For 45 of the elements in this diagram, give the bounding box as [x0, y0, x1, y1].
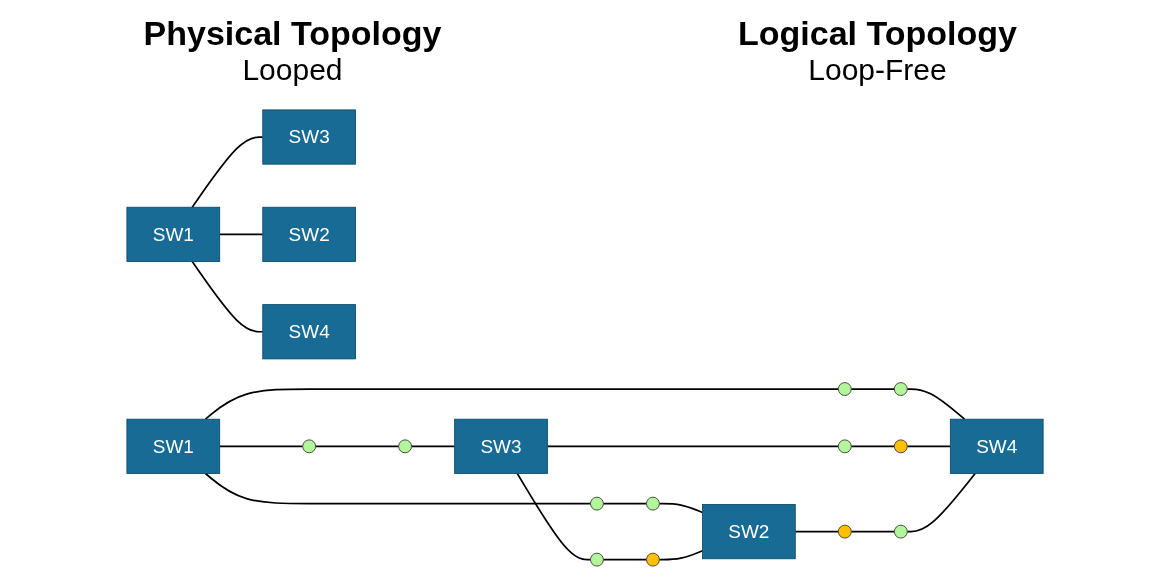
connector — [546, 444, 840, 447]
connector — [218, 444, 304, 447]
node-box: SW1 — [126, 418, 221, 474]
connector — [850, 444, 896, 447]
node-circle — [893, 381, 908, 396]
connector — [204, 472, 592, 504]
node-box: SW3 — [262, 108, 356, 165]
connector — [191, 260, 264, 333]
connector — [314, 444, 400, 447]
connector — [906, 444, 952, 447]
node-box: SW2 — [702, 503, 796, 559]
node-circle — [646, 496, 660, 510]
node-box: SW4 — [262, 303, 356, 359]
connector — [204, 387, 840, 420]
connector — [410, 444, 456, 447]
connector — [850, 387, 896, 390]
node-box: SW1 — [126, 206, 221, 262]
node-circle — [398, 438, 412, 453]
connector — [906, 472, 976, 532]
connector — [850, 530, 896, 532]
node-circle — [893, 438, 908, 453]
connector — [794, 530, 840, 532]
node-circle — [590, 552, 604, 566]
node-circle — [302, 438, 317, 453]
connector — [602, 502, 648, 504]
connector — [218, 233, 264, 235]
connector — [906, 387, 966, 420]
node-box: SW2 — [262, 206, 356, 262]
node-circle — [893, 524, 908, 538]
node-circle — [590, 496, 604, 510]
node-box: SW3 — [454, 418, 548, 474]
node-circle — [646, 552, 660, 566]
connector — [658, 502, 704, 513]
node-circle — [837, 381, 852, 396]
node-box: SW4 — [949, 418, 1044, 474]
panel-title: Logical Topology — [737, 14, 1018, 53]
panel-title: Physical Topology — [142, 14, 443, 53]
connector — [602, 558, 648, 560]
connector — [191, 135, 264, 208]
panel-subtitle: Looped — [241, 53, 344, 87]
connector — [516, 472, 592, 560]
connector — [658, 549, 704, 560]
panel-subtitle: Loop-Free — [807, 53, 948, 87]
node-circle — [837, 438, 852, 453]
node-circle — [837, 524, 852, 538]
